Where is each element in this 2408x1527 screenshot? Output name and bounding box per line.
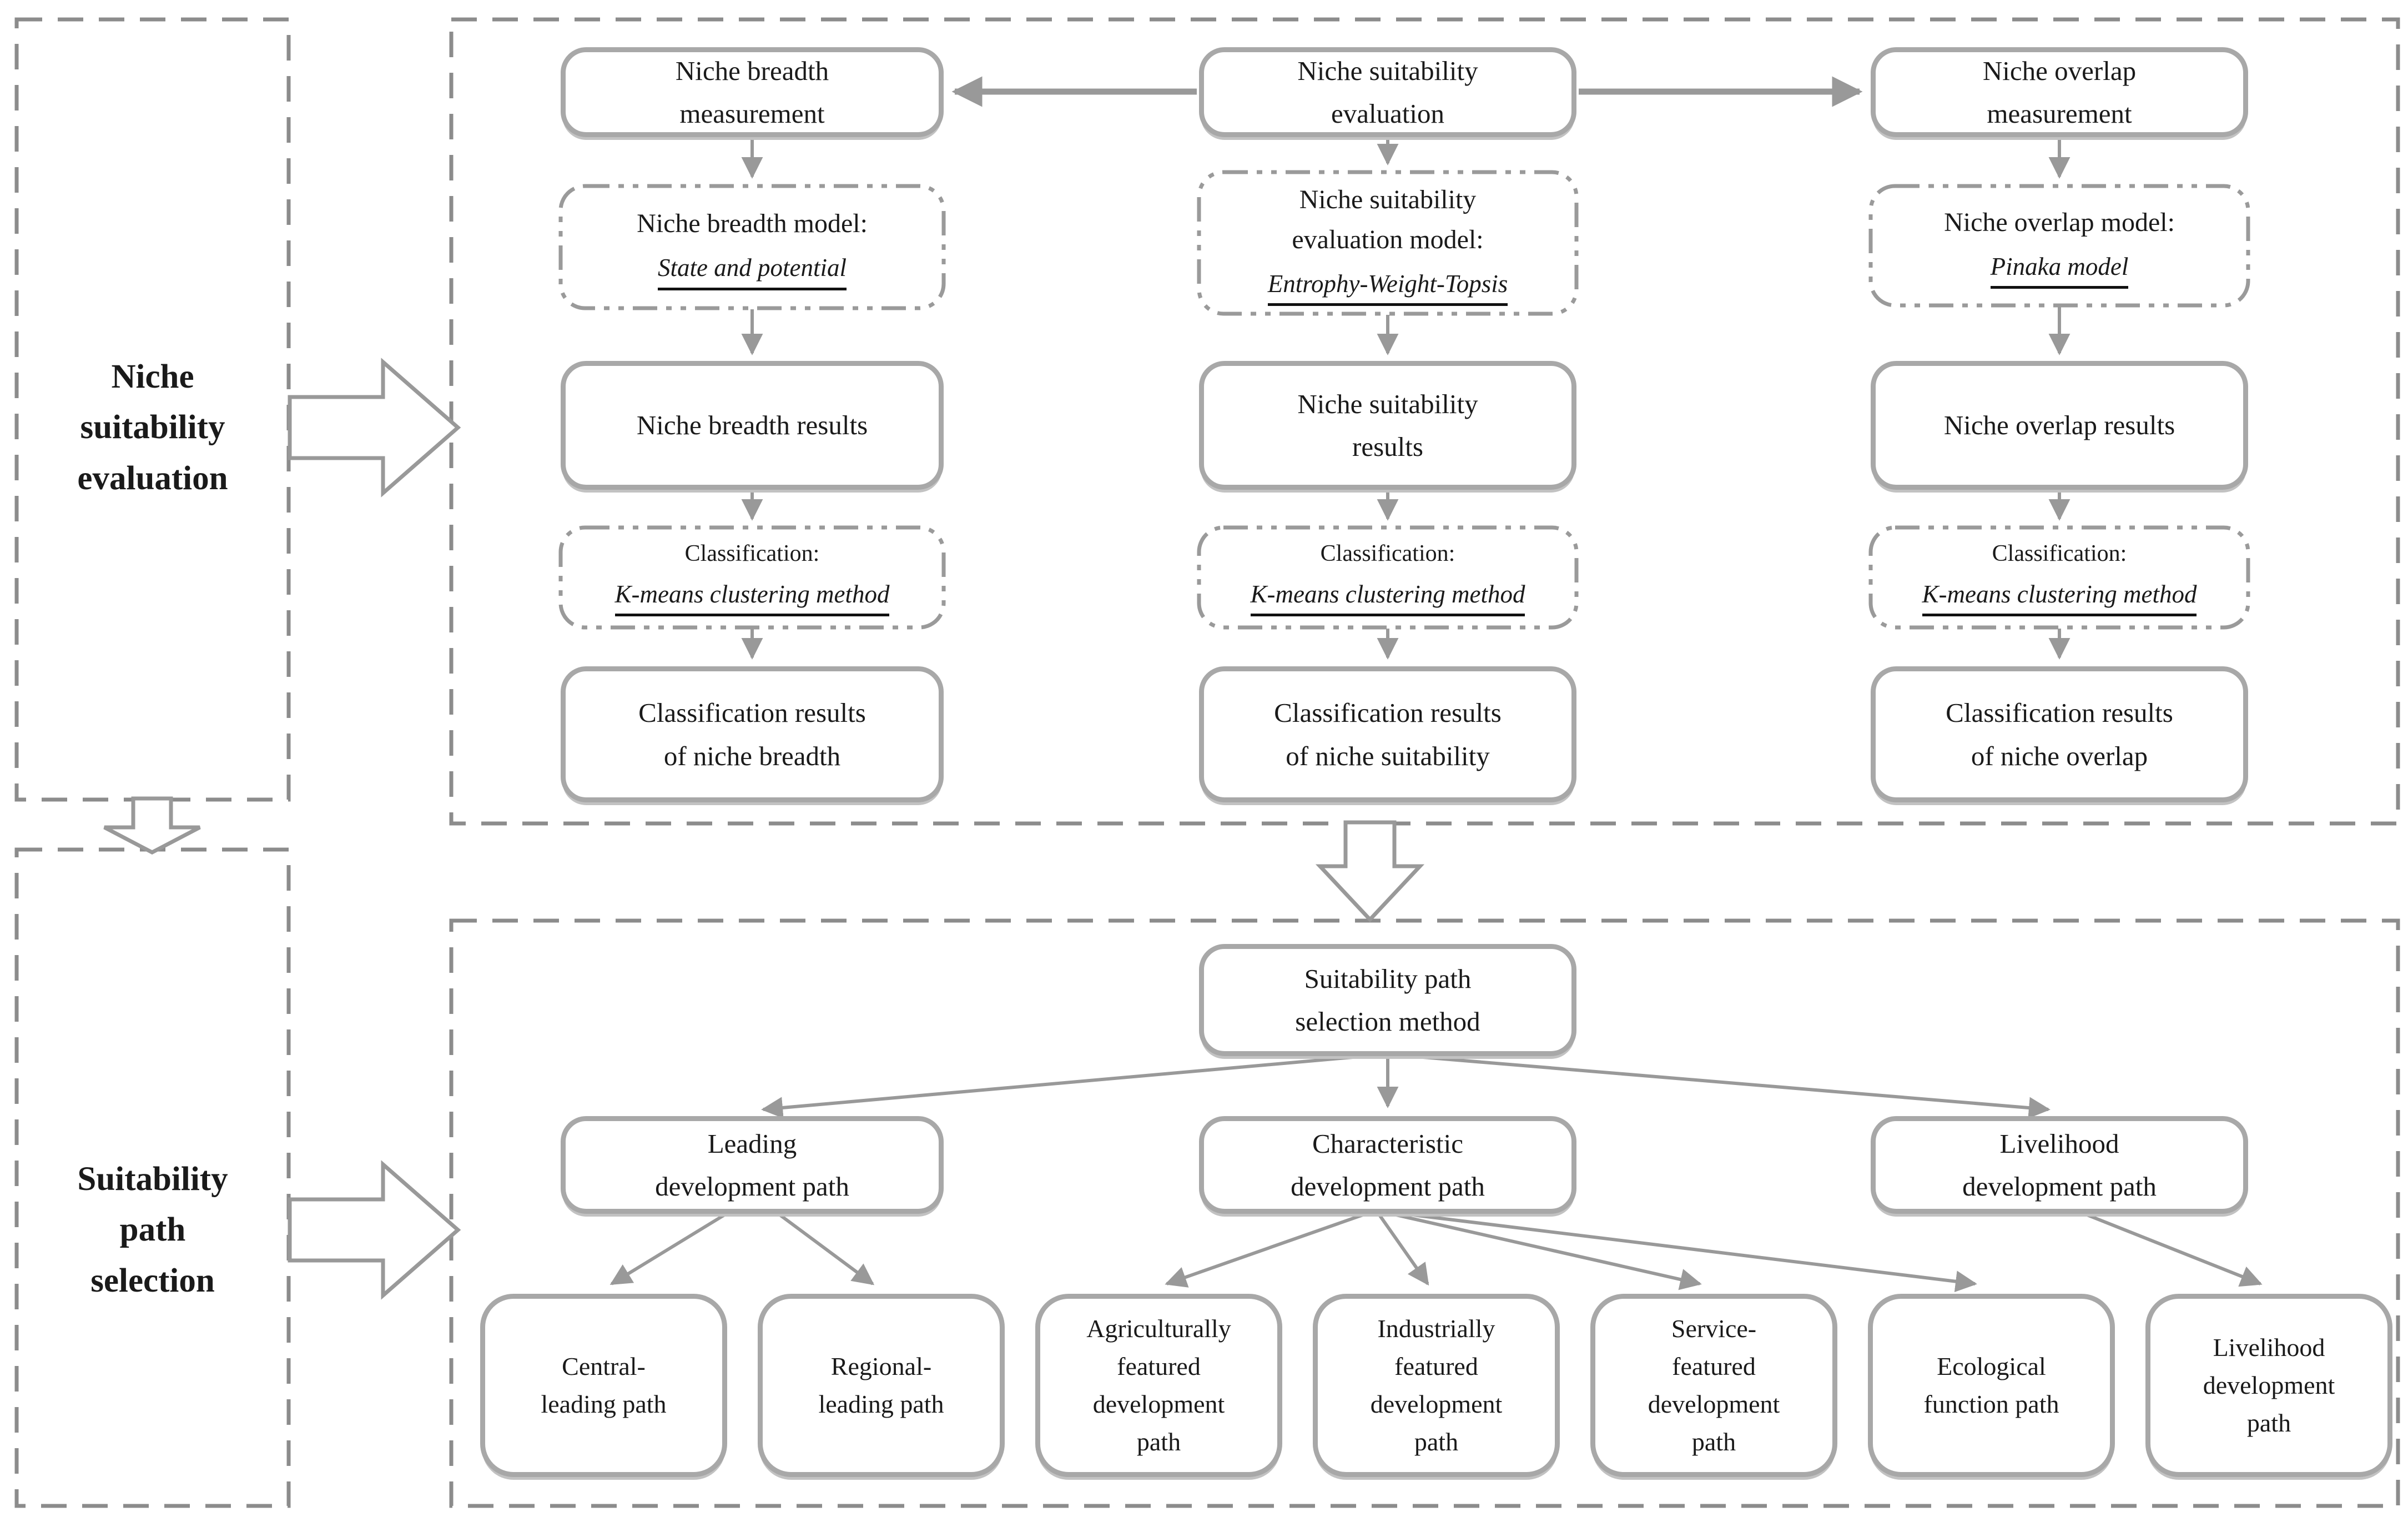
model-title: Niche breadth model: <box>637 209 868 239</box>
niche-overlap-measurement-box: Niche overlap measurement <box>1871 47 2248 137</box>
regional-leading-path-box: Regional- leading path <box>758 1294 1005 1477</box>
niche-breadth-measurement-box: Niche breadth measurement <box>561 47 944 137</box>
block-arrow-eval-right <box>288 358 461 498</box>
niche-overlap-model-text: Niche overlap model: Pinaka model <box>1871 186 2248 305</box>
classification-overlap-text: Classification: K-means clustering metho… <box>1871 528 2248 627</box>
agriculturally-featured-path-box: Agriculturally featured development path <box>1035 1294 1282 1477</box>
niche-breadth-model-box <box>558 184 946 310</box>
classification-breadth-box <box>558 525 946 630</box>
classification-title: Classification: <box>1992 540 2127 566</box>
block-arrows <box>103 358 1425 1300</box>
arrow-method-to-leading <box>761 1055 1359 1119</box>
classification-suitability-box <box>1197 525 1579 630</box>
service-featured-path-box: Service- featured development path <box>1590 1294 1837 1477</box>
classification-method: K-means clustering method <box>1922 578 2197 617</box>
niche-suitability-model-box <box>1197 170 1579 316</box>
suitability-path-selection-method-box: Suitability path selection method <box>1199 944 1576 1056</box>
block-arrow-sidebar-down <box>103 796 201 855</box>
classification-results-suitability-box: Classification results of niche suitabil… <box>1199 666 1576 802</box>
selection-section-label: Suitability path selection <box>77 1160 228 1299</box>
niche-breadth-model-text: Niche breadth model: State and potential <box>561 186 944 308</box>
livelihood-development-path-box: Livelihood development path <box>1871 1116 2248 1214</box>
model-title: Niche overlap model: <box>1944 207 2175 237</box>
classification-results-breadth-box: Classification results of niche breadth <box>561 666 944 802</box>
connector-arrows <box>609 76 2263 1293</box>
block-arrow-selection-right <box>288 1160 461 1300</box>
dashdot-boxes <box>558 170 2250 630</box>
livelihood-development-path-outcome-box: Livelihood development path <box>2145 1294 2392 1477</box>
niche-suitability-evaluation-box: Niche suitability evaluation <box>1199 47 1576 137</box>
classification-title: Classification: <box>684 540 820 566</box>
niche-breadth-results-box: Niche breadth results <box>561 361 944 490</box>
classification-title: Classification: <box>1320 540 1455 566</box>
leading-development-path-box: Leading development path <box>561 1116 944 1214</box>
classification-method: K-means clustering method <box>614 578 890 617</box>
classification-method: K-means clustering method <box>1250 578 1525 617</box>
evaluation-section-label: Niche suitability evaluation <box>77 358 228 497</box>
niche-overlap-results-box: Niche overlap results <box>1871 361 2248 490</box>
selection-flow-container <box>449 918 2400 1508</box>
niche-suitability-results-box: Niche suitability results <box>1199 361 1576 490</box>
central-leading-path-box: Central- leading path <box>480 1294 727 1477</box>
block-arrow-sections-down <box>1315 820 1425 923</box>
classification-suitability-text: Classification: K-means clustering metho… <box>1199 528 1576 627</box>
model-title: Niche suitability evaluation model: <box>1292 184 1484 254</box>
characteristic-development-path-box: Characteristic development path <box>1199 1116 1576 1214</box>
classification-breadth-text: Classification: K-means clustering metho… <box>561 528 944 627</box>
niche-overlap-model-box <box>1868 184 2250 308</box>
classification-overlap-box <box>1868 525 2250 630</box>
classification-results-overlap-box: Classification results of niche overlap <box>1871 666 2248 802</box>
model-method: Pinaka model <box>1990 250 2129 289</box>
niche-suitability-model-text: Niche suitability evaluation model: Entr… <box>1199 172 1576 314</box>
industrially-featured-path-box: Industrially featured development path <box>1313 1294 1560 1477</box>
ecological-function-path-box: Ecological function path <box>1868 1294 2115 1477</box>
model-method: State and potential <box>658 252 847 290</box>
model-method: Entrophy-Weight-Topsis <box>1267 268 1508 307</box>
arrow-method-to-livelihood <box>1416 1055 2051 1119</box>
